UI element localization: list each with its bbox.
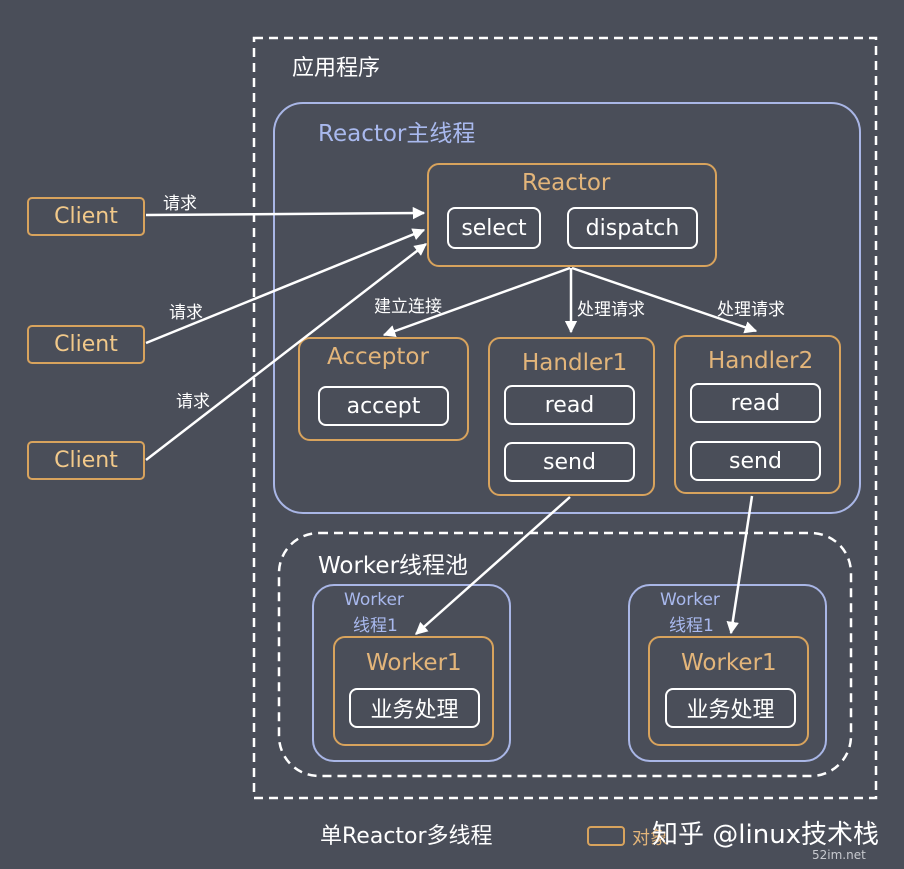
- acceptor-title: Acceptor: [327, 344, 429, 370]
- worker1-object-b: [648, 636, 809, 746]
- worker-thread-1-label-line2: 线程1: [353, 616, 398, 636]
- handler2-object: [674, 335, 841, 494]
- client-3: Client: [27, 441, 145, 480]
- handler1-object: [488, 337, 655, 496]
- worker-thread-2-label-line1: Worker: [660, 590, 720, 610]
- reactor-main-thread: [273, 102, 861, 514]
- business-task-box-b: 业务处理: [665, 688, 796, 728]
- worker-pool-title: Worker线程池: [318, 553, 469, 579]
- worker-thread-2-label-line2: 线程1: [669, 616, 714, 636]
- legend-object-label: 对象: [632, 828, 668, 849]
- handler1-send-box: send: [504, 442, 635, 482]
- client-2: Client: [27, 325, 145, 364]
- reactor-object: [427, 163, 717, 267]
- arrow-handler1-to-worker: [415, 496, 571, 635]
- arrow-handler2-to-worker: [726, 495, 754, 635]
- arrow-reactor-to-acceptor: [382, 266, 571, 338]
- handler2-read-box: read: [690, 383, 821, 423]
- handler2-send-box: send: [690, 441, 821, 481]
- legend-object-swatch: [587, 826, 625, 846]
- diagram-caption: 单Reactor多线程: [320, 824, 493, 849]
- business-task-box-a: 业务处理: [349, 688, 480, 728]
- edge-label-request-2: 请求: [169, 303, 203, 323]
- edge-label-request-3: 请求: [176, 392, 210, 412]
- arrow-client3-to-reactor: [145, 243, 427, 461]
- edge-label-handle-2: 处理请求: [717, 300, 785, 320]
- reactor-title: Reactor: [522, 170, 611, 196]
- arrow-client1-to-reactor: [145, 206, 426, 220]
- handler1-title: Handler1: [522, 350, 628, 376]
- handler1-read-box: read: [504, 385, 635, 425]
- edge-label-connect: 建立连接: [374, 297, 442, 317]
- edge-label-handle-1: 处理请求: [577, 300, 645, 320]
- acceptor-object: [298, 337, 469, 441]
- watermark-site: 52im.net: [812, 848, 866, 862]
- worker-thread-1: [312, 584, 511, 762]
- watermark-zhihu: 知乎 @linux技术栈: [652, 820, 880, 850]
- reactor-thread-title: Reactor主线程: [318, 121, 476, 147]
- client-1: Client: [27, 197, 145, 236]
- handler2-title: Handler2: [708, 348, 814, 374]
- worker-pool-boundary: [277, 531, 853, 778]
- select-box: select: [447, 207, 541, 249]
- arrow-client2-to-reactor: [145, 228, 426, 345]
- edge-label-request-1: 请求: [163, 194, 197, 214]
- worker-thread-2: [628, 584, 827, 762]
- worker1-title-a: Worker1: [366, 650, 462, 676]
- worker1-title-b: Worker1: [681, 650, 777, 676]
- worker-thread-1-label-line1: Worker: [344, 590, 404, 610]
- application-label: 应用程序: [292, 56, 381, 81]
- arrow-reactor-to-handler2: [571, 266, 758, 334]
- dispatch-box: dispatch: [567, 207, 698, 249]
- worker1-object-a: [333, 636, 494, 746]
- accept-box: accept: [318, 386, 449, 426]
